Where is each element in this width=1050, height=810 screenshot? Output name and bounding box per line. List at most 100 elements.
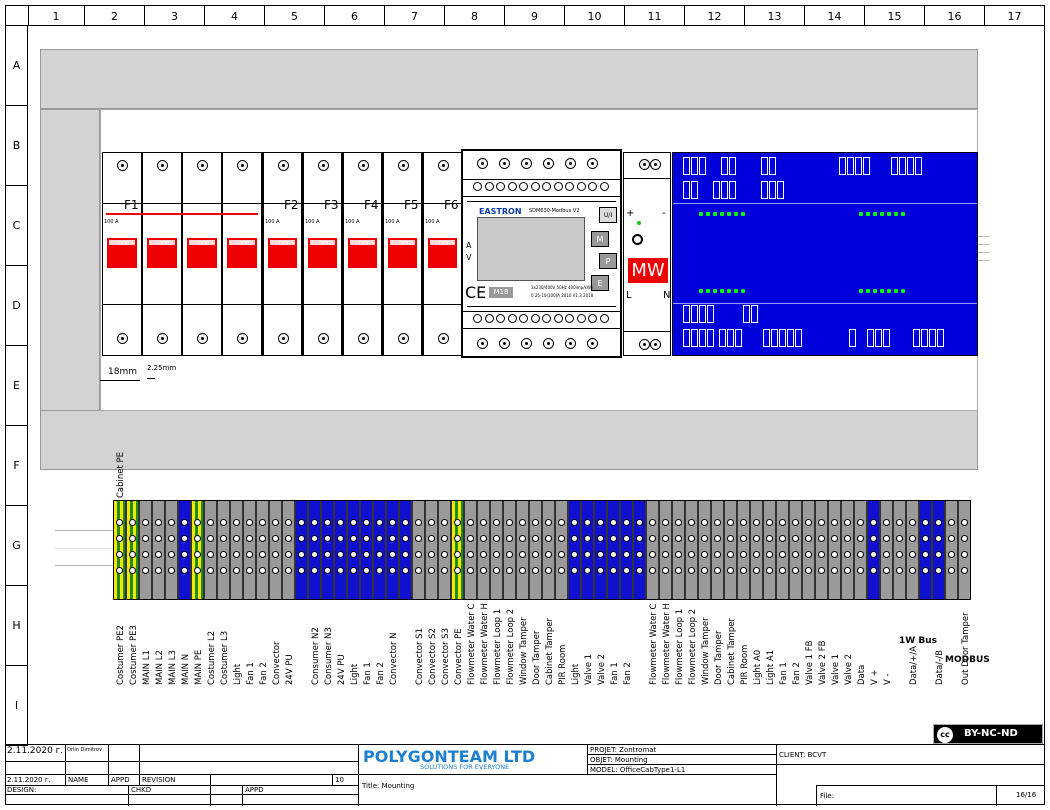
meter-hole bbox=[519, 314, 528, 323]
terminal-block bbox=[529, 500, 542, 600]
terminal-screw bbox=[402, 535, 409, 542]
terminal-screw bbox=[870, 535, 877, 542]
breaker-lever[interactable] bbox=[147, 238, 177, 268]
breaker-lever[interactable] bbox=[187, 238, 217, 268]
terminal-block bbox=[594, 500, 607, 600]
terminal-label-text: Convector bbox=[272, 641, 282, 685]
row-header-D: D bbox=[5, 266, 28, 346]
terminal-label-text: Flowmeter Water H bbox=[662, 603, 672, 685]
breaker-lever-stripe bbox=[310, 240, 335, 245]
breaker-lever[interactable] bbox=[388, 238, 417, 268]
terminal-block bbox=[802, 500, 815, 600]
tb-chkd: CHKD bbox=[131, 786, 152, 794]
terminal-screw bbox=[480, 551, 487, 558]
terminal-screw bbox=[818, 567, 825, 574]
terminal-screw bbox=[129, 519, 136, 526]
terminal-screw bbox=[909, 519, 916, 526]
terminal-block bbox=[737, 500, 750, 600]
terminal-block bbox=[542, 500, 555, 600]
terminal-screw bbox=[857, 551, 864, 558]
tb-line bbox=[587, 764, 776, 765]
terminal-screw bbox=[883, 551, 890, 558]
psu-trimmer[interactable] bbox=[632, 234, 643, 245]
breaker-screw bbox=[398, 160, 409, 171]
terminal-screw bbox=[467, 567, 474, 574]
terminal-label: MAIN N bbox=[179, 605, 193, 685]
terminal-screw bbox=[636, 567, 643, 574]
tb-name: NAME bbox=[68, 776, 89, 784]
tb-line bbox=[242, 785, 243, 806]
terminal-screw bbox=[896, 535, 903, 542]
terminal-screw bbox=[688, 519, 695, 526]
terminal-screw bbox=[649, 535, 656, 542]
tb-line bbox=[65, 745, 66, 785]
plc-led bbox=[699, 212, 703, 216]
terminal-screw bbox=[181, 535, 188, 542]
terminal-label-text: Costumer L3 bbox=[220, 630, 230, 685]
terminal-screw bbox=[155, 519, 162, 526]
meter-button-ui[interactable]: U/I bbox=[599, 207, 617, 223]
terminal-screw bbox=[948, 519, 955, 526]
breaker-pole: DOR bbox=[142, 152, 182, 356]
terminal-block bbox=[867, 500, 880, 600]
column-header-2: 2 bbox=[85, 5, 145, 26]
breaker-lever[interactable] bbox=[107, 238, 137, 268]
breaker-screw bbox=[237, 333, 248, 344]
meter-hole bbox=[599, 182, 609, 191]
breaker-lever[interactable] bbox=[308, 238, 337, 268]
terminal-block bbox=[230, 500, 243, 600]
psu-screw bbox=[639, 339, 650, 350]
tb-line bbox=[816, 785, 817, 806]
terminal-label: Flowmeter Water H bbox=[660, 603, 674, 685]
plc-led bbox=[734, 289, 738, 293]
plc-socket bbox=[913, 329, 920, 347]
meter-screw bbox=[565, 158, 576, 169]
breaker-lever[interactable] bbox=[227, 238, 257, 268]
terminal-screw bbox=[324, 551, 331, 558]
terminal-block bbox=[438, 500, 451, 600]
terminal-screw bbox=[571, 567, 578, 574]
terminal-label-text: Flowmeter Loop 1 bbox=[493, 608, 503, 685]
terminal-screw bbox=[740, 551, 747, 558]
terminal-screw bbox=[740, 519, 747, 526]
terminal-block bbox=[334, 500, 347, 600]
terminal-label: Valve 1 bbox=[829, 605, 843, 685]
terminal-screw bbox=[870, 567, 877, 574]
terminal-label: Light bbox=[348, 605, 362, 685]
plc-socket bbox=[771, 329, 778, 347]
breaker-lever-stripe bbox=[270, 240, 295, 245]
plc-socket bbox=[699, 305, 706, 323]
terminal-screw bbox=[402, 551, 409, 558]
terminal-block bbox=[516, 500, 529, 600]
plc-led bbox=[873, 212, 877, 216]
meter-hole bbox=[496, 314, 505, 323]
terminal-screw bbox=[623, 567, 630, 574]
terminal-screw bbox=[220, 535, 227, 542]
plc-led bbox=[859, 212, 863, 216]
terminal-screw bbox=[584, 567, 591, 574]
breaker-lever[interactable] bbox=[268, 238, 297, 268]
terminal-label-text: Fan 1 bbox=[363, 662, 373, 685]
breaker-lever-text: DOR bbox=[198, 241, 210, 247]
tb-line bbox=[816, 785, 1045, 786]
terminal-screw bbox=[610, 567, 617, 574]
breaker-lever[interactable] bbox=[428, 238, 457, 268]
breaker-screw bbox=[197, 160, 208, 171]
terminal-screw bbox=[311, 551, 318, 558]
terminal-screw bbox=[168, 551, 175, 558]
meter-button-m[interactable]: M bbox=[591, 231, 609, 247]
terminal-wires-left bbox=[55, 530, 113, 531]
terminal-screw bbox=[831, 567, 838, 574]
meter-button-p[interactable]: P bbox=[599, 253, 617, 269]
terminal-screw bbox=[883, 535, 890, 542]
terminal-label: PIR Room bbox=[738, 605, 752, 685]
column-header-16: 16 bbox=[925, 5, 985, 26]
terminal-screw bbox=[558, 567, 565, 574]
breaker-label-f3: F3 bbox=[324, 198, 339, 212]
meter-button-e[interactable]: E bbox=[591, 275, 609, 291]
breaker-lever[interactable] bbox=[348, 238, 377, 268]
plc-led bbox=[720, 289, 724, 293]
meter-hole bbox=[542, 314, 551, 323]
terminal-screw bbox=[727, 535, 734, 542]
